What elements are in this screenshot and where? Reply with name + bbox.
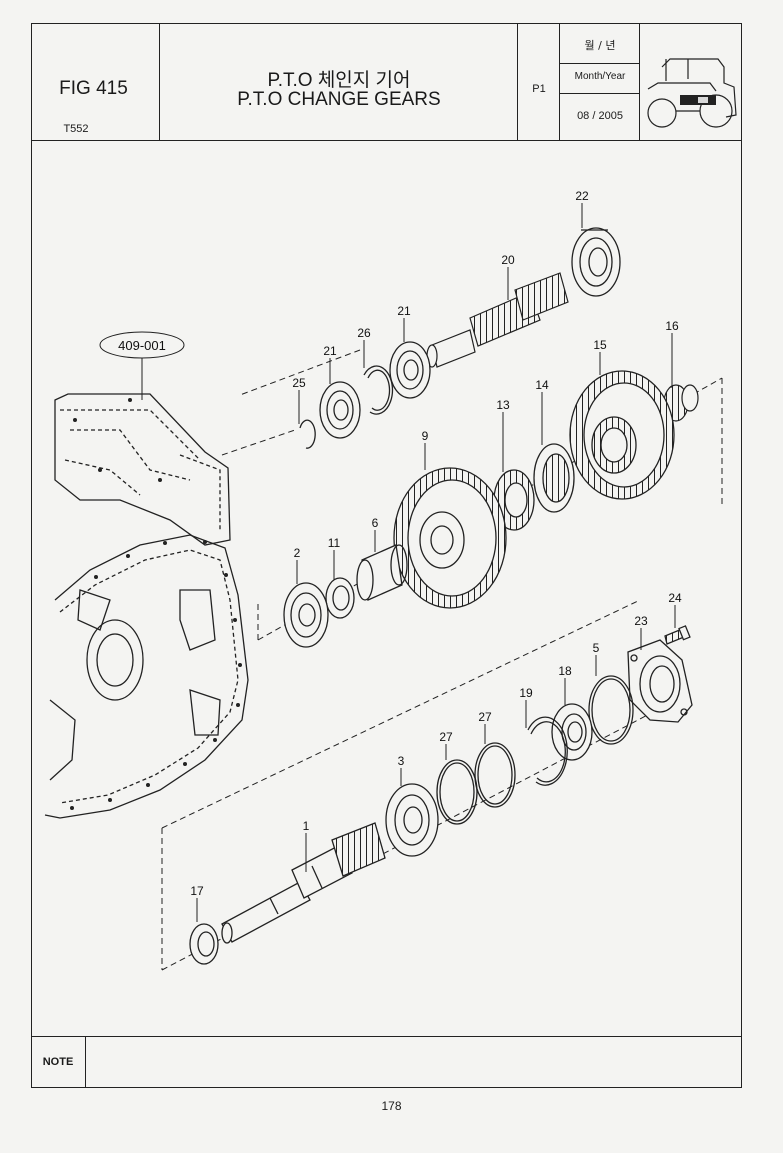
callout-labels: 22 20 21 26 21 25 16 15 14 13 9 6 11 2 2… — [190, 189, 682, 898]
date-label-english: Month/Year — [574, 71, 626, 82]
title-korean: P.T.O 체인지 기어 — [267, 70, 411, 91]
callout-13: 13 — [496, 398, 510, 412]
part-21-bearing-upper — [389, 341, 431, 399]
part-11-spacer — [325, 577, 355, 619]
callout-18: 18 — [558, 664, 572, 678]
part-14-coupler — [533, 443, 575, 513]
callout-26: 26 — [357, 326, 371, 340]
part-6-bushing — [356, 544, 408, 601]
tractor-icon — [647, 58, 737, 128]
callout-6: 6 — [372, 516, 379, 530]
callout-9: 9 — [422, 429, 429, 443]
page-reference: P1 — [532, 83, 546, 95]
callout-3: 3 — [398, 754, 405, 768]
callout-1: 1 — [303, 819, 310, 833]
callout-2: 2 — [294, 546, 301, 560]
callout-20: 20 — [501, 253, 515, 267]
part-27-shim-a — [474, 742, 516, 808]
part-18-seal — [551, 703, 593, 761]
reference-409-001 — [99, 331, 185, 400]
callout-17: 17 — [190, 884, 204, 898]
part-17-washer — [189, 923, 219, 965]
part-9-large-gear — [393, 467, 507, 609]
housing-bolt-holes — [70, 398, 242, 810]
part-22-bearing — [571, 227, 621, 297]
part-25-snap-ring — [299, 419, 316, 449]
note-section: NOTE — [31, 1036, 742, 1088]
title-english: P.T.O CHANGE GEARS — [237, 89, 441, 110]
callout-24: 24 — [668, 591, 682, 605]
title-block: FIG 415 T552 P.T.O 체인지 기어 P.T.O CHANGE G… — [31, 23, 742, 141]
part-13-hub — [493, 469, 535, 531]
callout-14: 14 — [535, 378, 549, 392]
part-21-bearing-lower — [319, 381, 361, 439]
callout-5: 5 — [593, 641, 600, 655]
page-frame — [31, 23, 742, 1088]
callout-leaders — [196, 203, 676, 922]
part-24-bolt — [664, 625, 691, 645]
part-19-snap-ring — [527, 716, 568, 786]
date-cell — [560, 23, 640, 141]
callout-27-b: 27 — [439, 730, 453, 744]
part-5-o-ring — [588, 675, 634, 745]
callout-22: 22 — [575, 189, 589, 203]
page-number: 178 — [381, 1099, 402, 1113]
page-ref-cell — [518, 23, 560, 141]
callout-21-lower: 21 — [323, 344, 337, 358]
callout-25: 25 — [292, 376, 306, 390]
callout-21-upper: 21 — [397, 304, 411, 318]
part-15-gear — [569, 370, 675, 500]
part-3-bearing — [385, 783, 439, 857]
figure-number: FIG 415 — [59, 78, 128, 99]
transmission-housing — [44, 393, 249, 819]
date-label-korean: 월 / 년 — [584, 39, 616, 52]
callout-11: 11 — [328, 536, 341, 550]
reference-label: 409-001 — [118, 338, 166, 353]
part-1-pto-shaft — [221, 822, 386, 944]
part-27-shim-b — [436, 759, 478, 825]
fig-cell — [31, 23, 160, 141]
callout-19: 19 — [519, 686, 533, 700]
title-cell — [160, 23, 518, 141]
part-2-bearing — [283, 582, 329, 648]
callout-15: 15 — [593, 338, 607, 352]
note-label: NOTE — [31, 1037, 86, 1087]
part-20-gear-shaft — [426, 272, 569, 368]
callout-16: 16 — [665, 319, 679, 333]
part-26-snap-ring — [363, 365, 394, 415]
part-23-cover — [627, 639, 693, 723]
model-code: T552 — [63, 123, 89, 135]
callout-27-a: 27 — [478, 710, 492, 724]
date-value: 08 / 2005 — [577, 110, 623, 122]
callout-23: 23 — [634, 614, 648, 628]
